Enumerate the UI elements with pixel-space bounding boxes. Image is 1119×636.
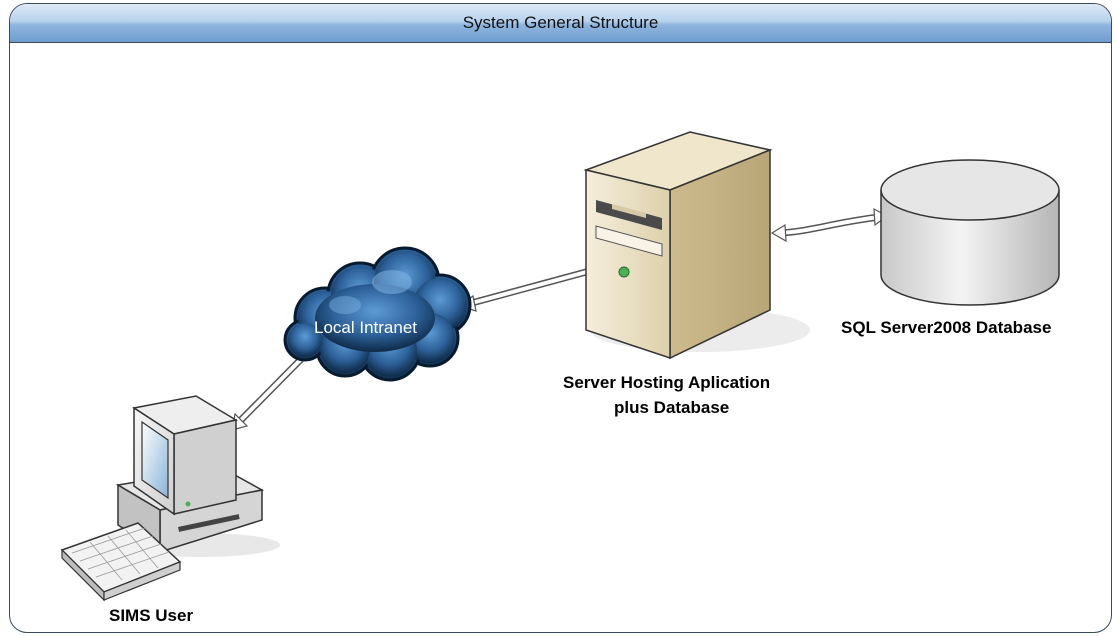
- user-label: SIMS User: [109, 606, 194, 625]
- server-database-arrow: [770, 207, 889, 243]
- database-label: SQL Server2008 Database: [841, 318, 1052, 337]
- database-cylinder-icon: [880, 159, 1060, 306]
- tower-server-icon: [583, 131, 810, 360]
- desktop-computer-icon: [60, 395, 280, 602]
- diagram-title: System General Structure: [10, 4, 1111, 43]
- intranet-label: Local Intranet: [314, 318, 418, 337]
- server-label-line1: Server Hosting Aplication: [563, 373, 771, 392]
- server-label-line2: plus Database: [614, 398, 730, 417]
- network-cloud-icon: [283, 246, 472, 382]
